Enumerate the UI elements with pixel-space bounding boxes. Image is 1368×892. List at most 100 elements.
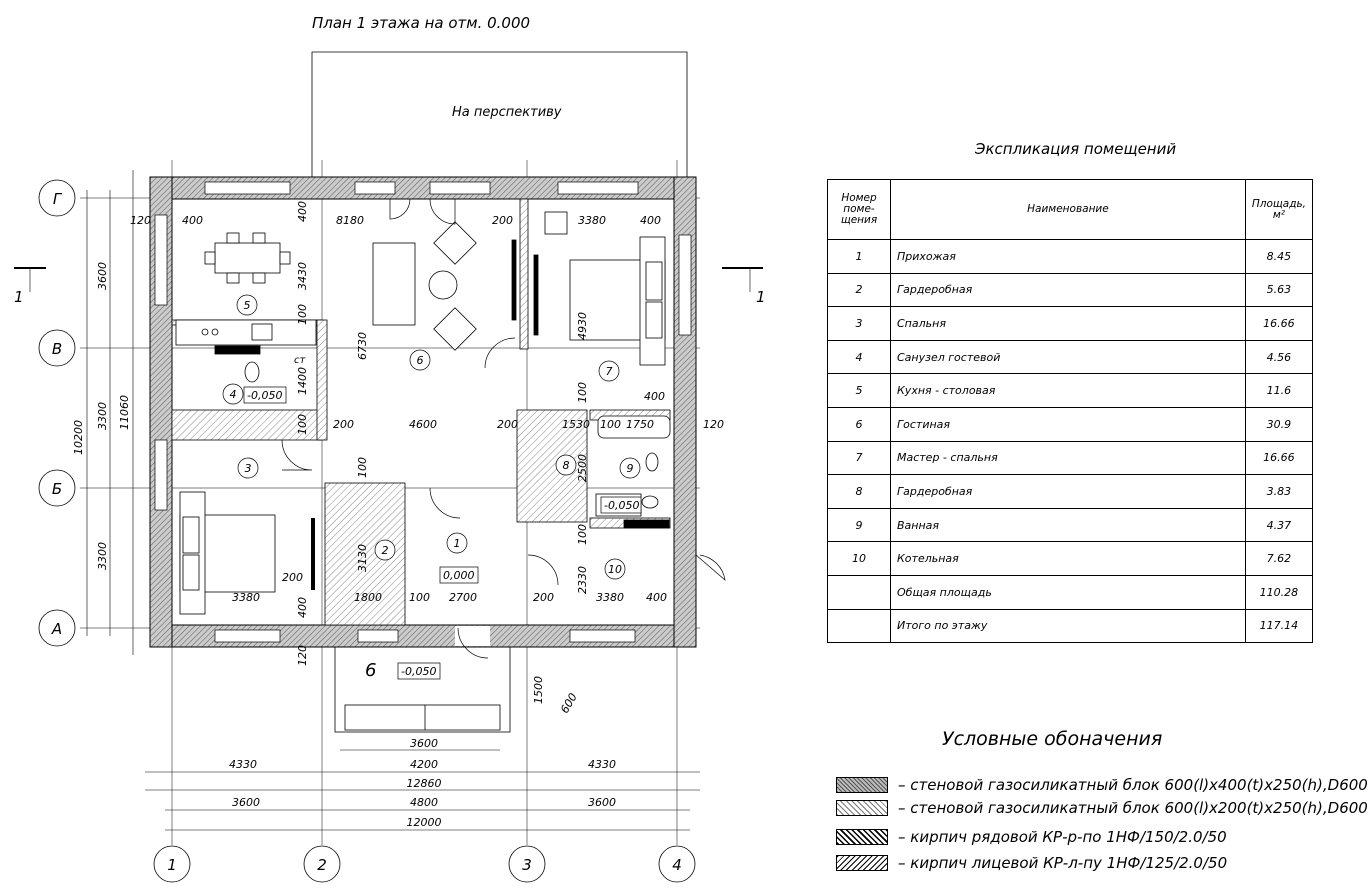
- living-furniture: [372, 211, 568, 351]
- room-markers: [222, 294, 641, 580]
- dim-inner: 2500: [576, 454, 589, 482]
- dim-4200: 4200: [410, 758, 438, 771]
- room-name-cell: Итого по этажу: [890, 608, 1246, 644]
- dim-3600-left: 3600: [232, 796, 260, 809]
- dim-inner: 200: [497, 418, 518, 431]
- dim-left-120b: 120: [296, 645, 309, 666]
- dim-inner: 3380: [596, 591, 624, 604]
- porch-number: 6: [365, 660, 376, 681]
- room-name-cell: Общая площадь: [890, 574, 1246, 610]
- header-area: Площадь, м²: [1244, 179, 1314, 240]
- room-area-cell: 11.6: [1244, 373, 1314, 408]
- dim-inner: 200: [533, 591, 554, 604]
- dim-lines-left: [86, 170, 134, 655]
- porch: [334, 646, 511, 733]
- dim-left-3300a: 3300: [96, 402, 109, 430]
- dim-inner: 100: [356, 457, 369, 478]
- doors: [281, 198, 726, 659]
- legend-item: – стеновой газосиликатный блок 600(l)x20…: [836, 798, 1368, 818]
- perspective-label: На перспективу: [452, 105, 562, 120]
- dim-inner: 1530: [562, 418, 590, 431]
- room-name-cell: Котельная: [890, 541, 1246, 576]
- legend-swatch-gas-block-400: [836, 777, 888, 793]
- room-area-cell: 30.9: [1244, 406, 1314, 442]
- room-area-cell: 8.45: [1244, 239, 1314, 274]
- explication-header-row: Номер поме- щения Наименование Площадь, …: [827, 179, 1314, 240]
- dim-inner: 4600: [409, 418, 437, 431]
- room-area-cell: 110.28: [1244, 574, 1314, 610]
- room-area-cell: 4.56: [1244, 339, 1314, 375]
- room-number-6: 6: [417, 354, 424, 367]
- outer-walls: [149, 176, 697, 648]
- dining-set: [204, 232, 291, 284]
- dim-text-left: 3600 3300 3300 10200 11060 120 120: [72, 214, 309, 666]
- dim-lines-bottom: [145, 749, 700, 831]
- level-hall: 0,000: [443, 569, 475, 582]
- room-number-7: 7: [606, 365, 613, 378]
- axis-labels: Г В Б А 1 2 3 4: [51, 190, 682, 874]
- room-num-cell: 5: [827, 373, 891, 408]
- room-area-cell: 5.63: [1244, 272, 1314, 308]
- room-name-cell: Гостиная: [890, 406, 1246, 442]
- dim-inner: 2330: [576, 566, 589, 594]
- dim-text-bottom: 4330 4200 4330 12860 3600 4800 3600 1200…: [229, 676, 616, 829]
- legend-item: – кирпич лицевой КР-л-пу 1НФ/125/2.0/50: [836, 853, 1227, 873]
- room-area-cell: 4.37: [1244, 507, 1314, 543]
- legend-text: – стеновой газосиликатный блок 600(l)x40…: [898, 776, 1368, 794]
- dim-text-inner: 400 8180 200 3380 400 3430 400 100 100 6…: [182, 201, 724, 618]
- level-porch: -0,050: [401, 665, 436, 678]
- axis-3: 3: [522, 856, 532, 874]
- dim-12000: 12000: [407, 816, 442, 829]
- dim-inner: 3430: [296, 262, 309, 290]
- kitchen-counter: [175, 319, 317, 346]
- room-area-cell: 16.66: [1244, 306, 1314, 341]
- dim-left-11060: 11060: [118, 395, 131, 430]
- dim-inner: 400: [646, 591, 667, 604]
- room-area-cell: 117.14: [1244, 608, 1314, 644]
- dim-inner: 6730: [356, 332, 369, 360]
- dim-inner: 3380: [578, 214, 606, 227]
- room-num-cell: 3: [827, 306, 891, 341]
- dim-4800: 4800: [410, 796, 438, 809]
- dim-inner: 100: [296, 414, 309, 435]
- room-number-10: 10: [608, 563, 622, 576]
- room-num-cell: 1: [827, 239, 891, 274]
- dim-inner: 100: [576, 382, 589, 403]
- room-numbers: 1 2 3 4 5 6 7 8 9 10: [230, 299, 634, 576]
- axis-B: Б: [52, 480, 62, 498]
- dim-4330-left: 4330: [229, 758, 257, 771]
- section-marks: [14, 267, 763, 292]
- room-name-cell: Кухня - столовая: [890, 373, 1246, 408]
- perspective-outline: [311, 51, 688, 178]
- dim-inner: 400: [644, 390, 665, 403]
- room-num-cell: [827, 608, 891, 644]
- dim-inner: 200: [282, 571, 303, 584]
- room-num-cell: [827, 574, 891, 610]
- dim-left-120a: 120: [130, 214, 151, 227]
- dim-inner: 3380: [232, 591, 260, 604]
- room-number-8: 8: [563, 459, 570, 472]
- dim-inner: 100: [576, 524, 589, 545]
- dim-12860: 12860: [407, 777, 442, 790]
- dim-left-10200: 10200: [72, 420, 85, 455]
- dim-inner: 100: [296, 304, 309, 325]
- room-num-cell: 10: [827, 541, 891, 576]
- room-num-cell: 6: [827, 406, 891, 442]
- legend-swatch-ordinary-brick: [836, 829, 888, 845]
- header-name: Наименование: [890, 179, 1246, 240]
- room-area-cell: 7.62: [1244, 541, 1314, 576]
- bed-bedroom3: [179, 491, 276, 615]
- bed-master: [569, 236, 666, 366]
- dim-3600-right: 3600: [588, 796, 616, 809]
- dim-left-3300b: 3300: [96, 542, 109, 570]
- room-area-cell: 16.66: [1244, 440, 1314, 476]
- room-num-cell: 8: [827, 474, 891, 509]
